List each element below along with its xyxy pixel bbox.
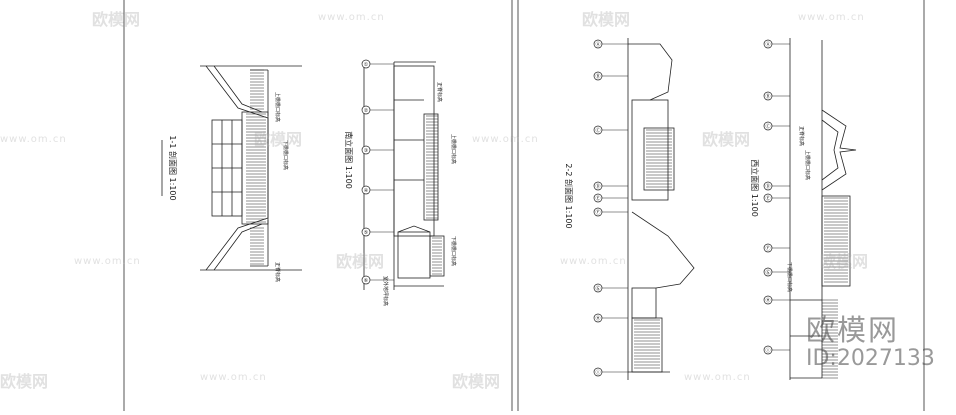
- axis-label: Ⓓ: [765, 183, 770, 190]
- roof-tile-hatch: [634, 129, 672, 369]
- sheet-2-note-1: 正脊标高: [436, 82, 443, 102]
- sheet-1-label-left-1: 上檐檐口标高: [274, 92, 281, 122]
- roof-tile-hatch: [822, 197, 848, 379]
- sheet-2-note-4: 室外地坪标高: [382, 276, 389, 306]
- axis-label: Ⓗ: [765, 297, 770, 304]
- sheet-4-title: 西立面图 1:100: [750, 159, 760, 217]
- axis-label: Ⓕ: [595, 209, 600, 216]
- axis-label: ②: [364, 108, 369, 114]
- axis-label: Ⓒ: [595, 127, 600, 134]
- sheet-1-label-right-1: 正脊标高: [274, 262, 281, 282]
- axis-label: Ⓘ: [765, 347, 770, 354]
- axis-label: Ⓖ: [765, 269, 770, 276]
- sheet-2-title: 南立面图 1:100: [344, 131, 354, 189]
- grid-axis-bubbles: ① ② ③ ④ ⑤ ⑥: [361, 59, 394, 285]
- sheet-4-elevation: [789, 38, 857, 380]
- sheet-2-note-3: 下檐檐口标高: [450, 236, 457, 266]
- axis-label: Ⓑ: [765, 93, 770, 100]
- axis-label: ⑥: [364, 278, 369, 284]
- axis-label: ⑤: [364, 230, 368, 236]
- axis-label: Ⓔ: [595, 195, 600, 202]
- sheet-2-note-2: 上檐檐口标高: [450, 134, 457, 164]
- axis-label: Ⓐ: [765, 41, 770, 48]
- axis-label: Ⓗ: [595, 315, 600, 322]
- axis-label: Ⓖ: [595, 285, 600, 292]
- axis-label: Ⓒ: [765, 123, 770, 130]
- axis-label: Ⓐ: [595, 41, 600, 48]
- sheet-4-note-2: 上檐檐口标高: [804, 150, 811, 180]
- sheet-2-elevation: [363, 61, 445, 290]
- sheet-3-title: 2-2 剖面图 1:100: [564, 163, 574, 228]
- sheet-borders: [123, 0, 925, 411]
- sheet-1-title: 1-1 剖面图 1:100: [168, 135, 178, 200]
- axis-label: ①: [364, 62, 369, 68]
- axis-label: ③: [364, 148, 368, 154]
- grid-axis-bubbles: Ⓐ Ⓑ Ⓒ Ⓓ Ⓔ Ⓕ Ⓖ Ⓗ Ⓘ: [763, 39, 790, 355]
- sheet-4-note-3: 下檐檐口标高: [786, 262, 793, 292]
- axis-label: Ⓔ: [765, 195, 770, 202]
- axis-label: Ⓓ: [595, 183, 600, 190]
- sheet-1-section: [200, 65, 302, 271]
- axis-label: Ⓘ: [595, 369, 600, 376]
- axis-label: Ⓕ: [765, 245, 770, 252]
- axis-label: Ⓑ: [595, 73, 600, 80]
- sheet-4-note-1: 正脊标高: [798, 126, 805, 146]
- sheet-3-section: [627, 38, 695, 380]
- roof-tile-hatch: [246, 69, 266, 265]
- roof-tile-hatch: [426, 115, 442, 275]
- grid-axis-bubbles: Ⓐ Ⓑ Ⓒ Ⓓ Ⓔ Ⓕ Ⓖ Ⓗ Ⓘ: [593, 39, 628, 377]
- axis-label: ④: [364, 188, 369, 194]
- sheet-1-label-left-2: 下檐檐口标高: [282, 140, 289, 170]
